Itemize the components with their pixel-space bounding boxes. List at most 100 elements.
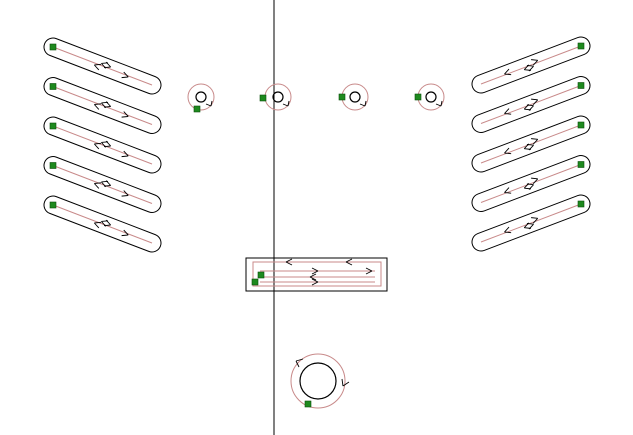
direction-arrow — [526, 223, 534, 230]
direction-arrow — [282, 100, 290, 107]
start-point-marker — [577, 161, 585, 168]
direction-arrow — [526, 104, 534, 111]
start-point-marker — [49, 162, 57, 169]
direction-arrow — [311, 267, 319, 275]
direction-arrow — [101, 220, 109, 227]
large-hole-outline — [299, 362, 337, 400]
slot-toolpath — [480, 124, 582, 164]
start-point-marker — [49, 122, 57, 130]
direction-arrow — [93, 221, 102, 229]
direction-arrow — [93, 142, 102, 150]
direction-arrow — [504, 147, 512, 155]
left-slot-group — [43, 37, 162, 253]
start-point-marker — [338, 93, 346, 101]
small-circular-hole — [259, 83, 292, 111]
right-slot-group — [471, 36, 591, 252]
slot-feature — [471, 75, 591, 134]
start-point-marker — [257, 271, 265, 279]
direction-arrow — [531, 59, 539, 66]
direction-arrow — [365, 267, 373, 275]
rectangular-pocket — [245, 257, 388, 292]
slot-feature — [43, 37, 162, 95]
slot-toolpath — [52, 204, 153, 244]
direction-arrow — [531, 177, 539, 185]
slot-toolpath — [480, 164, 582, 203]
slot-outline — [43, 37, 162, 95]
slot-toolpath — [52, 165, 153, 204]
slot-outline — [471, 154, 591, 213]
slot-feature — [43, 77, 162, 134]
start-point-marker — [259, 94, 267, 102]
direction-arrow — [295, 358, 304, 368]
slot-feature — [471, 154, 591, 213]
direction-arrow — [121, 71, 129, 79]
direction-arrow — [101, 62, 109, 69]
direction-arrow — [285, 258, 293, 266]
direction-arrow — [309, 273, 317, 281]
slot-feature — [471, 115, 591, 173]
small-hole-outline — [425, 91, 437, 103]
slot-outline — [471, 194, 591, 252]
small-circular-hole — [338, 83, 369, 111]
pocket-toolpath-outer — [252, 261, 382, 287]
slot-toolpath — [52, 86, 153, 125]
direction-arrow — [526, 144, 534, 151]
direction-arrow — [531, 98, 539, 106]
slot-feature — [471, 36, 591, 94]
slot-outline — [471, 36, 591, 94]
direction-arrow — [504, 226, 512, 234]
direction-arrow — [93, 182, 102, 189]
start-point-marker — [304, 400, 312, 408]
slot-outline — [43, 116, 162, 174]
direction-arrow — [121, 150, 129, 158]
small-hole-toolpath — [187, 83, 215, 111]
start-point-marker — [577, 200, 585, 208]
start-point-marker — [577, 42, 585, 50]
direction-arrow — [311, 278, 319, 286]
slot-feature — [43, 116, 162, 174]
direction-arrow — [205, 100, 213, 107]
start-point-marker — [49, 43, 57, 51]
direction-arrow — [531, 138, 539, 145]
slot-outline — [471, 75, 591, 134]
start-point-marker — [577, 82, 585, 89]
slot-feature — [43, 195, 162, 253]
slot-feature — [43, 156, 162, 213]
start-point-marker — [414, 93, 422, 101]
direction-arrow — [93, 103, 102, 110]
direction-arrow — [101, 180, 109, 188]
direction-arrow — [101, 141, 109, 148]
start-point-marker — [49, 201, 57, 209]
slot-outline — [43, 77, 162, 134]
slot-toolpath — [52, 125, 153, 165]
direction-arrow — [359, 100, 367, 107]
direction-arrow — [531, 217, 539, 224]
large-circular-hole — [290, 353, 350, 409]
direction-arrow — [526, 183, 534, 190]
slot-outline — [43, 156, 162, 213]
start-point-marker — [577, 121, 585, 129]
direction-arrow — [101, 101, 109, 109]
direction-arrow — [504, 187, 512, 194]
direction-arrow — [504, 68, 512, 76]
small-hole-outline — [272, 91, 284, 103]
small-hole-outline — [195, 91, 207, 103]
direction-arrow — [121, 229, 129, 237]
slot-feature — [471, 194, 591, 252]
small-hole-group — [187, 83, 445, 113]
pocket-outline — [245, 257, 388, 292]
direction-arrow — [121, 111, 129, 118]
slot-toolpath — [52, 46, 153, 86]
direction-arrow — [345, 258, 353, 266]
direction-arrow — [93, 63, 102, 71]
direction-arrow — [435, 100, 443, 107]
slot-outline — [471, 115, 591, 173]
slot-outline — [43, 195, 162, 253]
small-circular-hole — [187, 83, 215, 113]
slot-toolpath — [480, 45, 582, 85]
slot-toolpath — [480, 85, 582, 124]
start-point-marker — [251, 278, 259, 286]
start-point-marker — [49, 83, 57, 90]
direction-arrow — [341, 378, 350, 387]
